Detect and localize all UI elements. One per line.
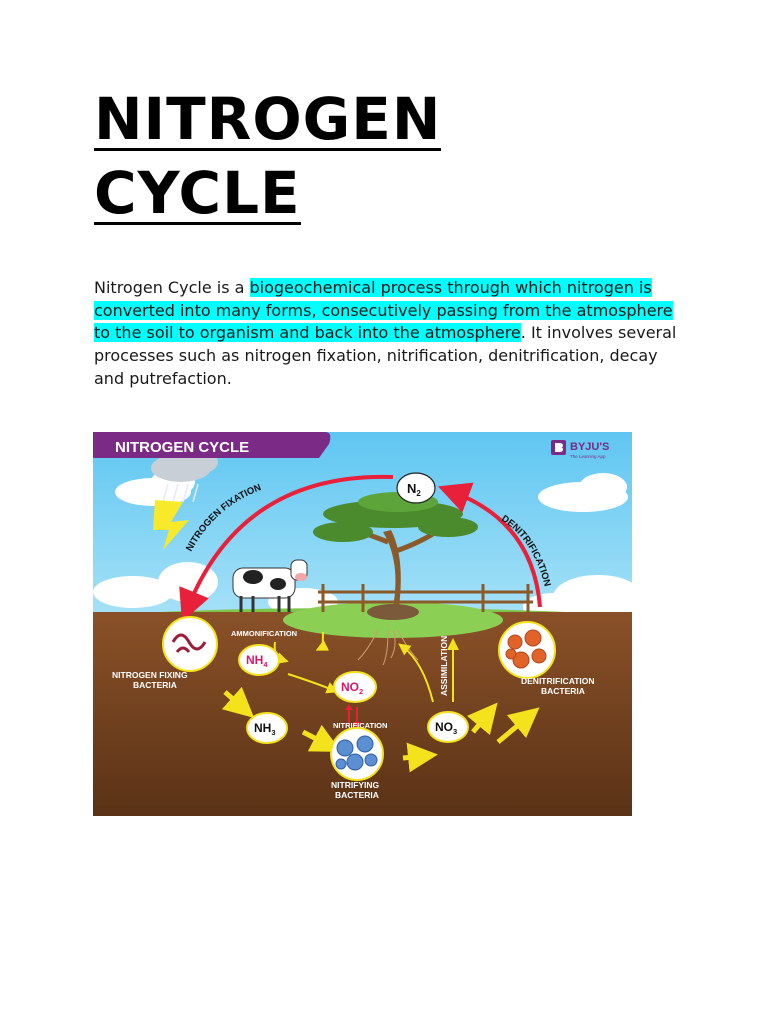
figure-banner-text: NITROGEN CYCLE [115, 439, 249, 456]
svg-text:DENITRIFICATION: DENITRIFICATION [521, 676, 595, 686]
figure-banner: NITROGEN CYCLE [93, 432, 330, 458]
brand-name: BYJU'S [570, 441, 609, 453]
svg-text:BACTERIA: BACTERIA [133, 680, 177, 690]
intro-prefix: Nitrogen Cycle is a [94, 278, 250, 297]
nh3-node: NH3 [247, 713, 287, 743]
nitrifying-bacteria: NITRIFYING BACTERIA [331, 728, 383, 800]
svg-text:NITROGEN FIXING: NITROGEN FIXING [112, 670, 188, 680]
brand-tagline: The Learning App [570, 454, 606, 459]
n2-node: N2 [397, 473, 435, 503]
ammonification-label: AMMONIFICATION [231, 629, 297, 638]
page-title: NITROGEN CYCLE [94, 84, 441, 228]
title-line-2: CYCLE [94, 164, 301, 225]
assimilation-label: ASSIMILATION [439, 636, 449, 696]
title-line-1: NITROGEN [94, 90, 441, 151]
no2-node: NO2 [334, 672, 376, 702]
svg-text:BACTERIA: BACTERIA [335, 790, 379, 800]
nh4-node: NH4 [239, 645, 279, 675]
no3-node: NO3 [428, 712, 468, 742]
nitrogen-cycle-figure: NITROGEN CYCLE BYJU'S The Learning App [93, 432, 632, 816]
intro-paragraph: Nitrogen Cycle is a biogeochemical proce… [94, 277, 684, 391]
svg-text:NITRIFYING: NITRIFYING [331, 780, 380, 790]
svg-text:BACTERIA: BACTERIA [541, 686, 585, 696]
